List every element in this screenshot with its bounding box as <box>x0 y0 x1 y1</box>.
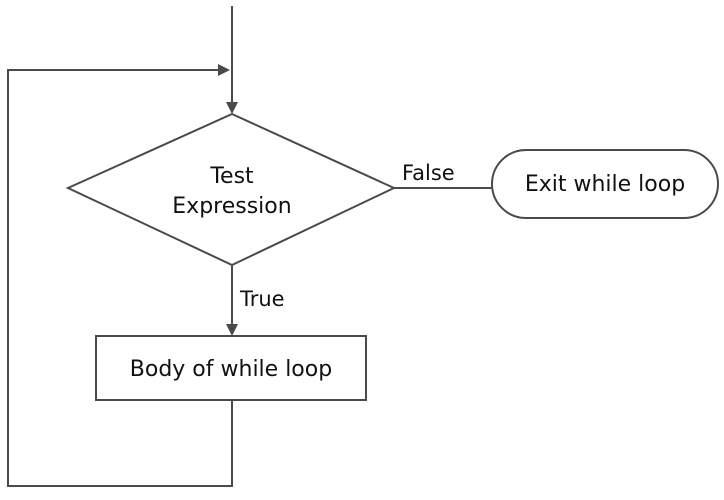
loop-back-edge <box>7 69 233 487</box>
body-process-box <box>95 335 367 401</box>
decision-label-line1: Test <box>209 164 254 189</box>
false-edge-label: False <box>402 161 455 185</box>
decision-diamond <box>65 112 397 267</box>
true-arrowhead <box>226 324 238 336</box>
decision-label-line2: Expression <box>172 194 291 219</box>
entry-arrowhead <box>226 102 238 114</box>
loop-back-arrowhead <box>218 64 230 76</box>
exit-terminal-label: Exit while loop <box>525 172 685 197</box>
true-edge-label: True <box>239 287 285 311</box>
exit-terminal <box>491 149 719 219</box>
body-process-label: Body of while loop <box>130 357 332 382</box>
